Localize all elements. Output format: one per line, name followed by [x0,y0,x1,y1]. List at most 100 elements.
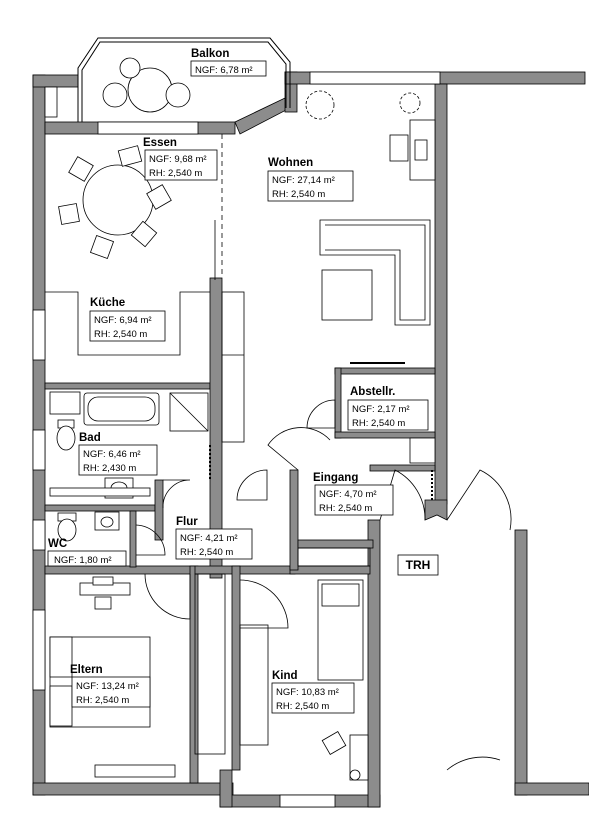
room-ngf-eltern: NGF: 13,24 m² [76,681,139,692]
room-ngf-flur: NGF: 4,21 m² [180,533,238,544]
window-top-left [44,86,58,118]
coffee-table [321,269,373,321]
door-bad [162,479,191,509]
kind-lamp [349,769,361,781]
wall-kind-top [289,565,371,575]
wall-abstell-top [334,367,436,375]
room-ngf-wc: NGF: 1,80 m² [54,555,112,566]
room-name-abstellr: Abstellr. [350,386,395,398]
room-name-kind: Kind [272,670,298,682]
room-rh-essen: RH: 2,540 m [149,168,202,179]
wall-kueche-bad [44,382,211,390]
label-box-essen [144,149,218,181]
room-ngf-kind: NGF: 10,83 m² [276,687,339,698]
windows [32,71,441,808]
eingang-closet [297,547,371,567]
room-rh-eingang: RH: 2,540 m [319,503,372,514]
room-rh-eltern: RH: 2,540 m [76,695,129,706]
door-entrance-left [379,469,426,521]
sofa [319,219,431,326]
label-box-flur [175,528,253,560]
interior-lines [45,134,433,755]
dining-chair-6 [146,184,172,210]
wall-kind-right [367,519,381,808]
wall-wc-right [129,510,137,568]
window-essen [97,121,199,135]
eltern-pillow-2 [49,685,73,727]
label-box-kind [271,682,355,714]
label-box-trh [397,554,439,576]
door-stair-bottom [446,756,501,771]
wall-eingang-bottom [297,539,374,549]
eltern-wardrobe [194,573,226,755]
wall-eingang-niche [409,437,436,464]
room-ngf-eingang: NGF: 4,70 m² [319,489,377,500]
room-ngf-wohnen: NGF: 27,14 m² [272,175,335,186]
window-kind [279,794,336,808]
label-boxes [47,60,429,714]
room-name-flur: Flur [176,516,198,528]
window-eltern-side [32,609,46,691]
room-rh-kind: RH: 2,540 m [276,701,329,712]
wall-eingang-top [369,464,436,472]
kitchen-counter [45,291,210,356]
dining-chair-2 [68,156,94,182]
room-labels: Balkon NGF: 6,78 m² Essen NGF: 9,68 m² R… [48,48,410,712]
label-box-abstellr [347,399,429,431]
wall-top-left [32,74,79,88]
dining-chair-3 [58,203,80,225]
door-kind [239,579,289,629]
dining-chair-5 [130,220,158,248]
balcony-chair-2 [165,82,191,108]
room-ngf-essen: NGF: 9,68 m² [149,154,207,165]
wall-angled [234,97,291,135]
kind-pillow [321,583,360,607]
wall-bad-flur [154,479,164,541]
shower-line [169,392,209,432]
sofa-cushion [325,224,426,321]
dining-chair-4 [89,234,115,260]
bathtub-inner [87,396,156,422]
desk-monitor [414,139,428,161]
wall-bottom-right [514,782,589,796]
room-ngf-balkon: NGF: 6,78 m² [195,65,253,76]
room-name-bad: Bad [79,432,101,444]
wall-abstell-left [334,367,342,439]
wc-toilet [57,518,77,542]
room-rh-kueche: RH: 2,540 m [94,329,147,340]
label-box-bad [78,444,158,476]
bath-shelf [49,391,81,415]
kind-desk [349,734,369,781]
label-box-kueche [89,310,166,342]
room-rh-bad: RH: 2,430 m [83,463,136,474]
room-rh-flur: RH: 2,540 m [180,547,233,558]
door-flur [236,469,268,501]
wall-stair-right [514,529,528,796]
bad-toilet [56,425,76,451]
wall-door-jamb [424,499,448,521]
room-name-eltern: Eltern [70,664,103,676]
wall-bad-wc [44,504,156,512]
door-eltern [144,573,191,620]
balcony-outline [77,37,291,122]
label-box-eltern [71,676,151,708]
window-wc [32,519,46,551]
kind-chair [321,731,347,755]
wall-eingang-left [289,469,299,571]
label-box-wohnen [267,170,354,202]
wall-kind-left [231,565,241,771]
wall-eltern-right [189,565,199,784]
window-kueche [32,309,46,361]
eltern-monitor [92,576,114,586]
label-box-balkon [190,60,267,77]
room-rh-wohnen: RH: 2,540 m [272,189,325,200]
door-entrance-right [446,469,512,531]
plant-1 [305,90,335,120]
window-wohnen [309,71,441,85]
wc-sink-bowl [100,516,114,528]
room-rh-abstellr: RH: 2,540 m [352,418,405,429]
door-abstellraum [306,399,336,429]
window-eltern [94,764,176,778]
eltern-pillow-1 [49,636,73,678]
